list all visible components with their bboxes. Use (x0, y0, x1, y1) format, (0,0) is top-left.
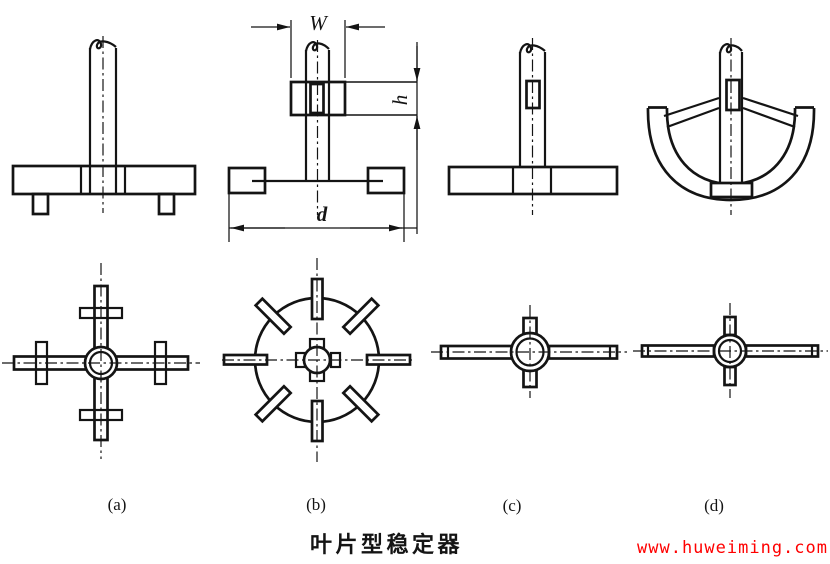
stabilizer-b-front-view: W h d (227, 11, 421, 242)
figure-label-d: (d) (704, 496, 724, 515)
stabilizer-d-front-view (646, 38, 816, 215)
watermark-text: www.huweiming.com (637, 538, 828, 558)
dimension-label-h: h (388, 95, 412, 106)
figure-label-b: (b) (306, 495, 326, 514)
dimension-label-d: d (317, 202, 328, 226)
figure-label-c: (c) (503, 496, 522, 515)
stabilizer-d-top-view (633, 303, 828, 398)
figure-caption: 叶片型稳定器 (310, 532, 464, 557)
stabilizer-a-front-view (11, 36, 197, 216)
stabilizer-c-top-view (431, 305, 627, 398)
figure-label-a: (a) (108, 495, 127, 514)
stabilizer-b-top-view (222, 258, 412, 462)
stabilizer-c-front-view (447, 38, 619, 215)
stabilizer-a-top-view (2, 263, 200, 459)
dimension-label-w: W (309, 11, 329, 35)
